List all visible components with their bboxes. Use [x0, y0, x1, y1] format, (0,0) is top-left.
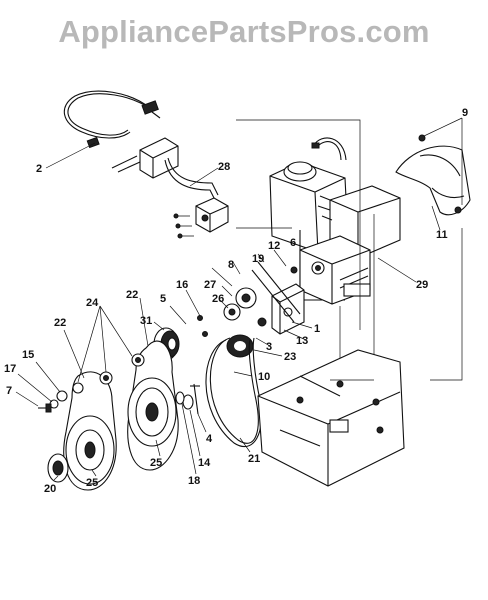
callout-4: 4: [206, 433, 213, 445]
callout-24: 24: [86, 297, 99, 309]
callout-2: 2: [36, 163, 42, 175]
callout-11: 11: [436, 229, 448, 241]
callout-16: 16: [176, 279, 188, 291]
callout-9: 9: [462, 107, 468, 119]
callout-21: 21: [248, 453, 260, 465]
callout-26: 26: [212, 293, 224, 305]
callout-20: 20: [44, 483, 56, 495]
callout-3: 3: [266, 341, 272, 353]
callout-17: 17: [4, 363, 16, 375]
engine-part: [269, 137, 401, 305]
frame-plate-part: [257, 349, 405, 487]
callout-22-lower: 22: [54, 317, 66, 329]
drive-belt-part: [205, 337, 263, 448]
extension-cord-part: [63, 90, 161, 149]
drive-plate-upper-part: [127, 340, 179, 471]
callout-28: 28: [218, 161, 230, 173]
callout-6: 6: [290, 237, 296, 249]
callout-14: 14: [198, 457, 211, 469]
callout-29: 29: [416, 279, 428, 291]
hub-bearing-part: [47, 453, 69, 483]
callout-12: 12: [268, 240, 280, 252]
callout-22-upper: 22: [126, 289, 138, 301]
callout-1: 1: [314, 323, 320, 335]
pulley-bracket-assembly: [223, 261, 305, 358]
callout-15: 15: [22, 349, 34, 361]
callout-5: 5: [160, 293, 166, 305]
watermark-text: AppliancePartsPros.com: [58, 14, 430, 49]
callout-18: 18: [188, 475, 200, 487]
starter-switch-part: [111, 137, 229, 233]
callout-25-lower: 25: [86, 477, 98, 489]
callout-23: 23: [284, 351, 296, 363]
callout-27: 27: [204, 279, 216, 291]
callout-19: 19: [252, 253, 264, 265]
callout-25-upper: 25: [150, 457, 162, 469]
callout-7: 7: [6, 385, 12, 397]
drive-plate-lower-part: [63, 371, 117, 491]
callout-10: 10: [258, 371, 270, 383]
callout-13: 13: [296, 335, 308, 347]
callout-8: 8: [228, 259, 234, 271]
belt-cover-part: [395, 134, 471, 216]
callout-31: 31: [140, 315, 152, 327]
